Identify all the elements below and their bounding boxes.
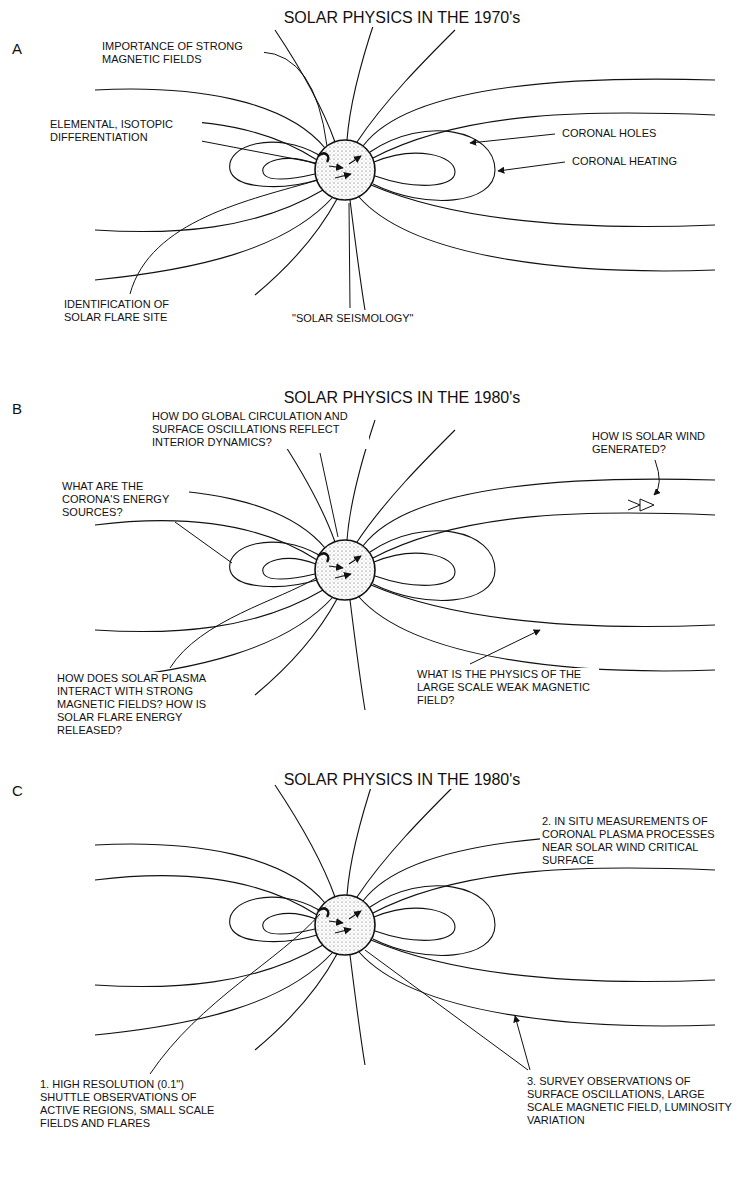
- panel-letter: C: [10, 782, 25, 800]
- callout-text: ELEMENTAL, ISOTOPIC DIFFERENTIATION: [48, 118, 202, 144]
- question-text: HOW DOES SOLAR PLASMA INTERACT WITH STRO…: [55, 672, 244, 737]
- leader-lines: [130, 52, 659, 1074]
- panel-title: SOLAR PHYSICS IN THE 1970's: [282, 8, 523, 27]
- question-text: HOW IS SOLAR WIND GENERATED?: [590, 430, 719, 456]
- mission-text: 3. SURVEY OBSERVATIONS OF SURFACE OSCILL…: [525, 1075, 744, 1127]
- panel-letter: A: [10, 40, 24, 58]
- panel-title: SOLAR PHYSICS IN THE 1980's: [282, 388, 523, 407]
- mission-text: 2. IN SITU MEASUREMENTS OF CORONAL PLASM…: [540, 815, 734, 867]
- callout-text: CORONAL HEATING: [570, 155, 679, 168]
- callout-text: "SOLAR SEISMOLOGY": [290, 312, 416, 325]
- callout-text: CORONAL HOLES: [560, 127, 658, 140]
- panel-letter: B: [10, 400, 24, 418]
- question-text: HOW DO GLOBAL CIRCULATION AND SURFACE OS…: [150, 410, 369, 449]
- callout-text: IDENTIFICATION OF SOLAR FLARE SITE: [62, 298, 206, 324]
- question-text: WHAT ARE THE CORONA'S ENERGY SOURCES?: [60, 480, 189, 519]
- callout-text: IMPORTANCE OF STRONG MAGNETIC FIELDS: [100, 40, 264, 66]
- panel-title: SOLAR PHYSICS IN THE 1980's: [282, 770, 523, 789]
- question-text: WHAT IS THE PHYSICS OF THE LARGE SCALE W…: [415, 668, 599, 707]
- mission-text: 1. HIGH RESOLUTION (0.1") SHUTTLE OBSERV…: [38, 1078, 227, 1130]
